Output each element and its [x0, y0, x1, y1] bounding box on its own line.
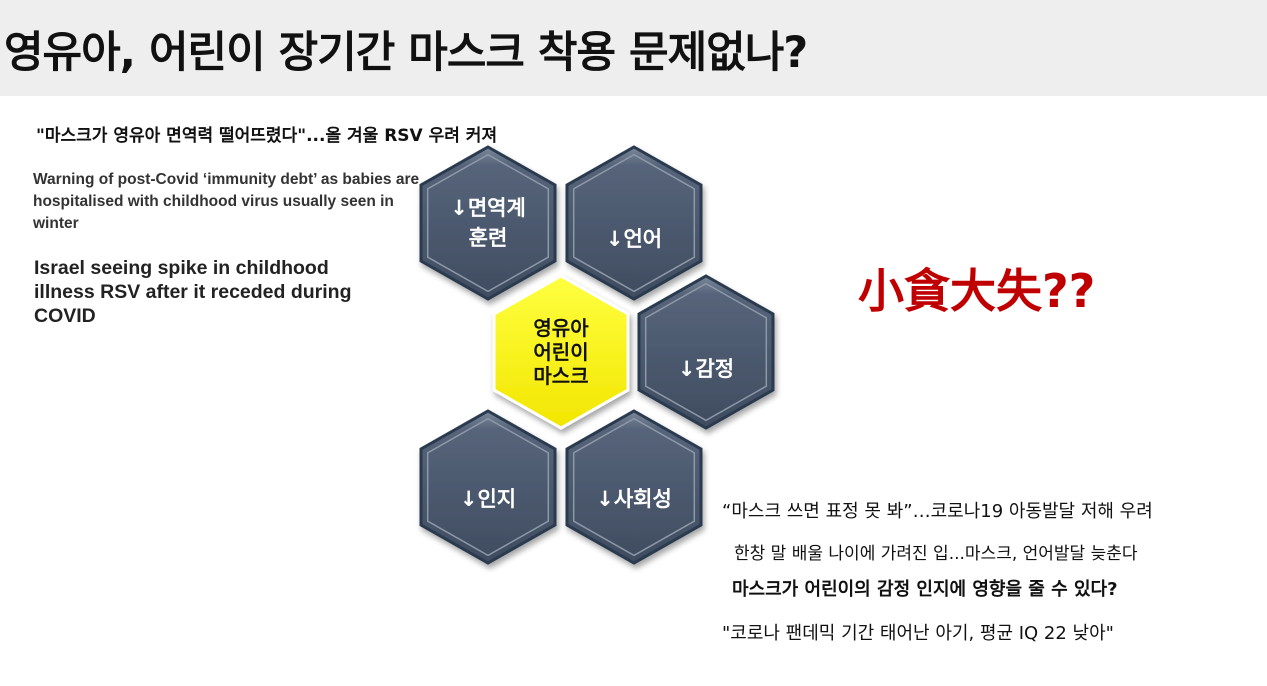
right-headline-1: “마스크 쓰면 표정 못 봐”…코로나19 아동발달 저해 우려: [722, 501, 1153, 522]
hex-immune-line2: 훈련: [468, 226, 508, 250]
hex-emotion: [637, 274, 775, 430]
hex-language-label: ↓언어: [605, 227, 663, 251]
hex-center-line1: 영유아: [533, 316, 589, 340]
hex-cognition-inner-border: [426, 417, 550, 557]
hex-language: [565, 145, 703, 301]
right-headline-4: "코로나 팬데믹 기간 태어난 아기, 평균 IQ 22 낮아": [722, 623, 1114, 644]
title-bar: 영유아, 어린이 장기간 마스크 착용 문제없나?: [0, 0, 1267, 96]
page-title: 영유아, 어린이 장기간 마스크 착용 문제없나?: [4, 28, 808, 78]
right-headline-3: 마스크가 어린이의 감정 인지에 영향을 줄 수 있다?: [732, 579, 1118, 600]
english-headline-israel-rsv: Israel seeing spike in childhood illness…: [34, 257, 352, 327]
hex-center-line3: 마스크: [533, 364, 589, 388]
hex-immune-line1: ↓면역계: [450, 196, 526, 220]
hex-immune-training-inner-border: [426, 153, 550, 293]
slogan-text: 小貪大失??: [858, 264, 1096, 318]
korean-headline-top: "마스크가 영유아 면역력 떨어뜨렸다"...올 겨울 RSV 우려 커져: [36, 126, 498, 146]
hex-cognition: [419, 409, 557, 565]
hex-center-mask: [492, 274, 630, 430]
hex-cognition-label: ↓인지: [459, 487, 517, 511]
hex-social-label: ↓사회성: [596, 487, 672, 511]
hex-social-inner-border: [572, 417, 696, 557]
hex-social: [565, 409, 703, 565]
hex-emotion-label: ↓감정: [677, 357, 735, 381]
hex-immune-training: [419, 145, 557, 301]
right-headline-2: 한창 말 배울 나이에 가려진 입...마스크, 언어발달 늦춘다: [734, 544, 1138, 564]
hex-emotion-inner-border: [644, 282, 768, 422]
hex-immune-training-label: ↓면역계 훈련: [432, 193, 544, 253]
hex-language-inner-border: [572, 153, 696, 293]
hex-center-label: 영유아 어린이 마스크: [505, 316, 617, 388]
english-headline-immunity-debt: Warning of post-Covid ‘immunity debt’ as…: [33, 171, 420, 232]
hex-center-line2: 어린이: [533, 340, 589, 364]
